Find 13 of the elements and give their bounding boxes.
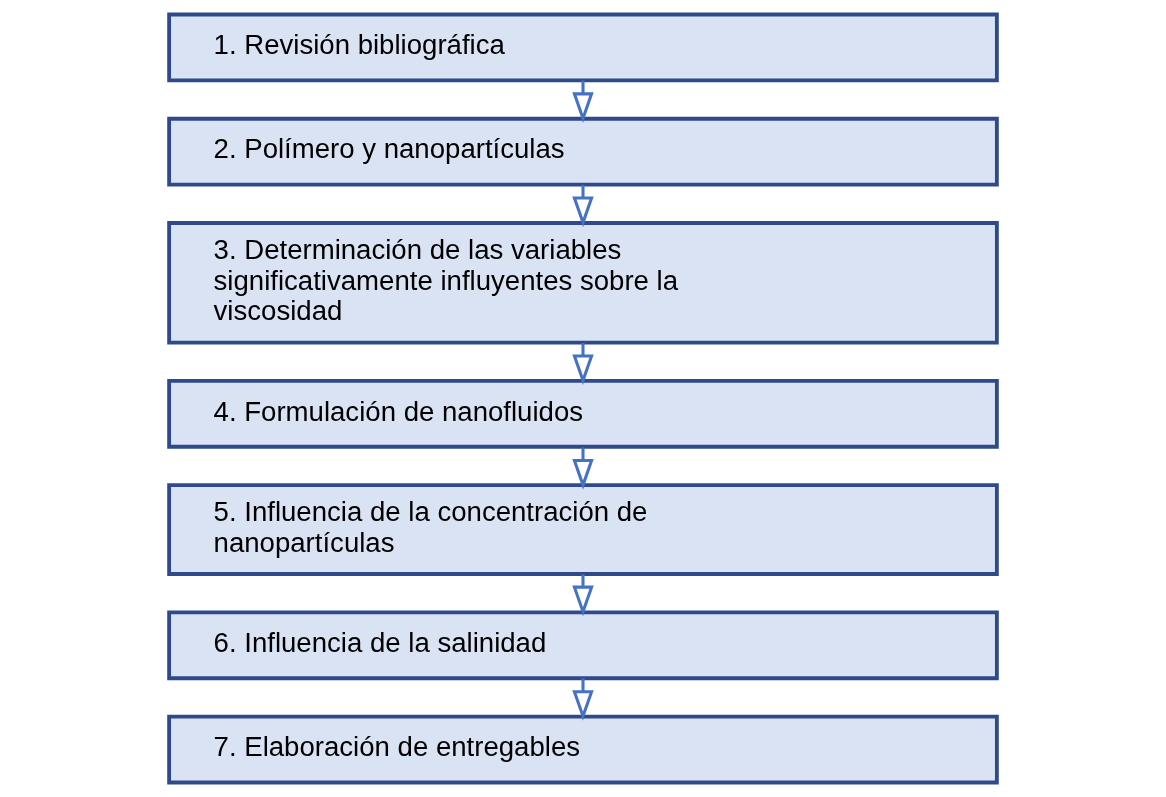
arrow	[572, 80, 594, 124]
node-box: 3. Determinación de las variables significativamente influyentes sobre la viscosidad	[167, 221, 999, 345]
arrow	[572, 574, 594, 617]
arrow	[572, 184, 594, 228]
arrow	[572, 343, 594, 386]
node-box: 2. Polímero y nanopartículas	[167, 116, 999, 187]
node-box: 1. Revisión bibliográfica	[167, 12, 999, 83]
node-box: 6. Influencia de la salinidad	[167, 610, 999, 681]
node-box: 4. Formulación de nanofluidos	[167, 378, 999, 449]
arrow	[572, 678, 594, 721]
node-box: 5. Influencia de la concentración de nanopartículas	[167, 483, 999, 576]
arrow	[572, 447, 594, 490]
node-box: 7. Elaboración de entregables	[167, 714, 999, 785]
